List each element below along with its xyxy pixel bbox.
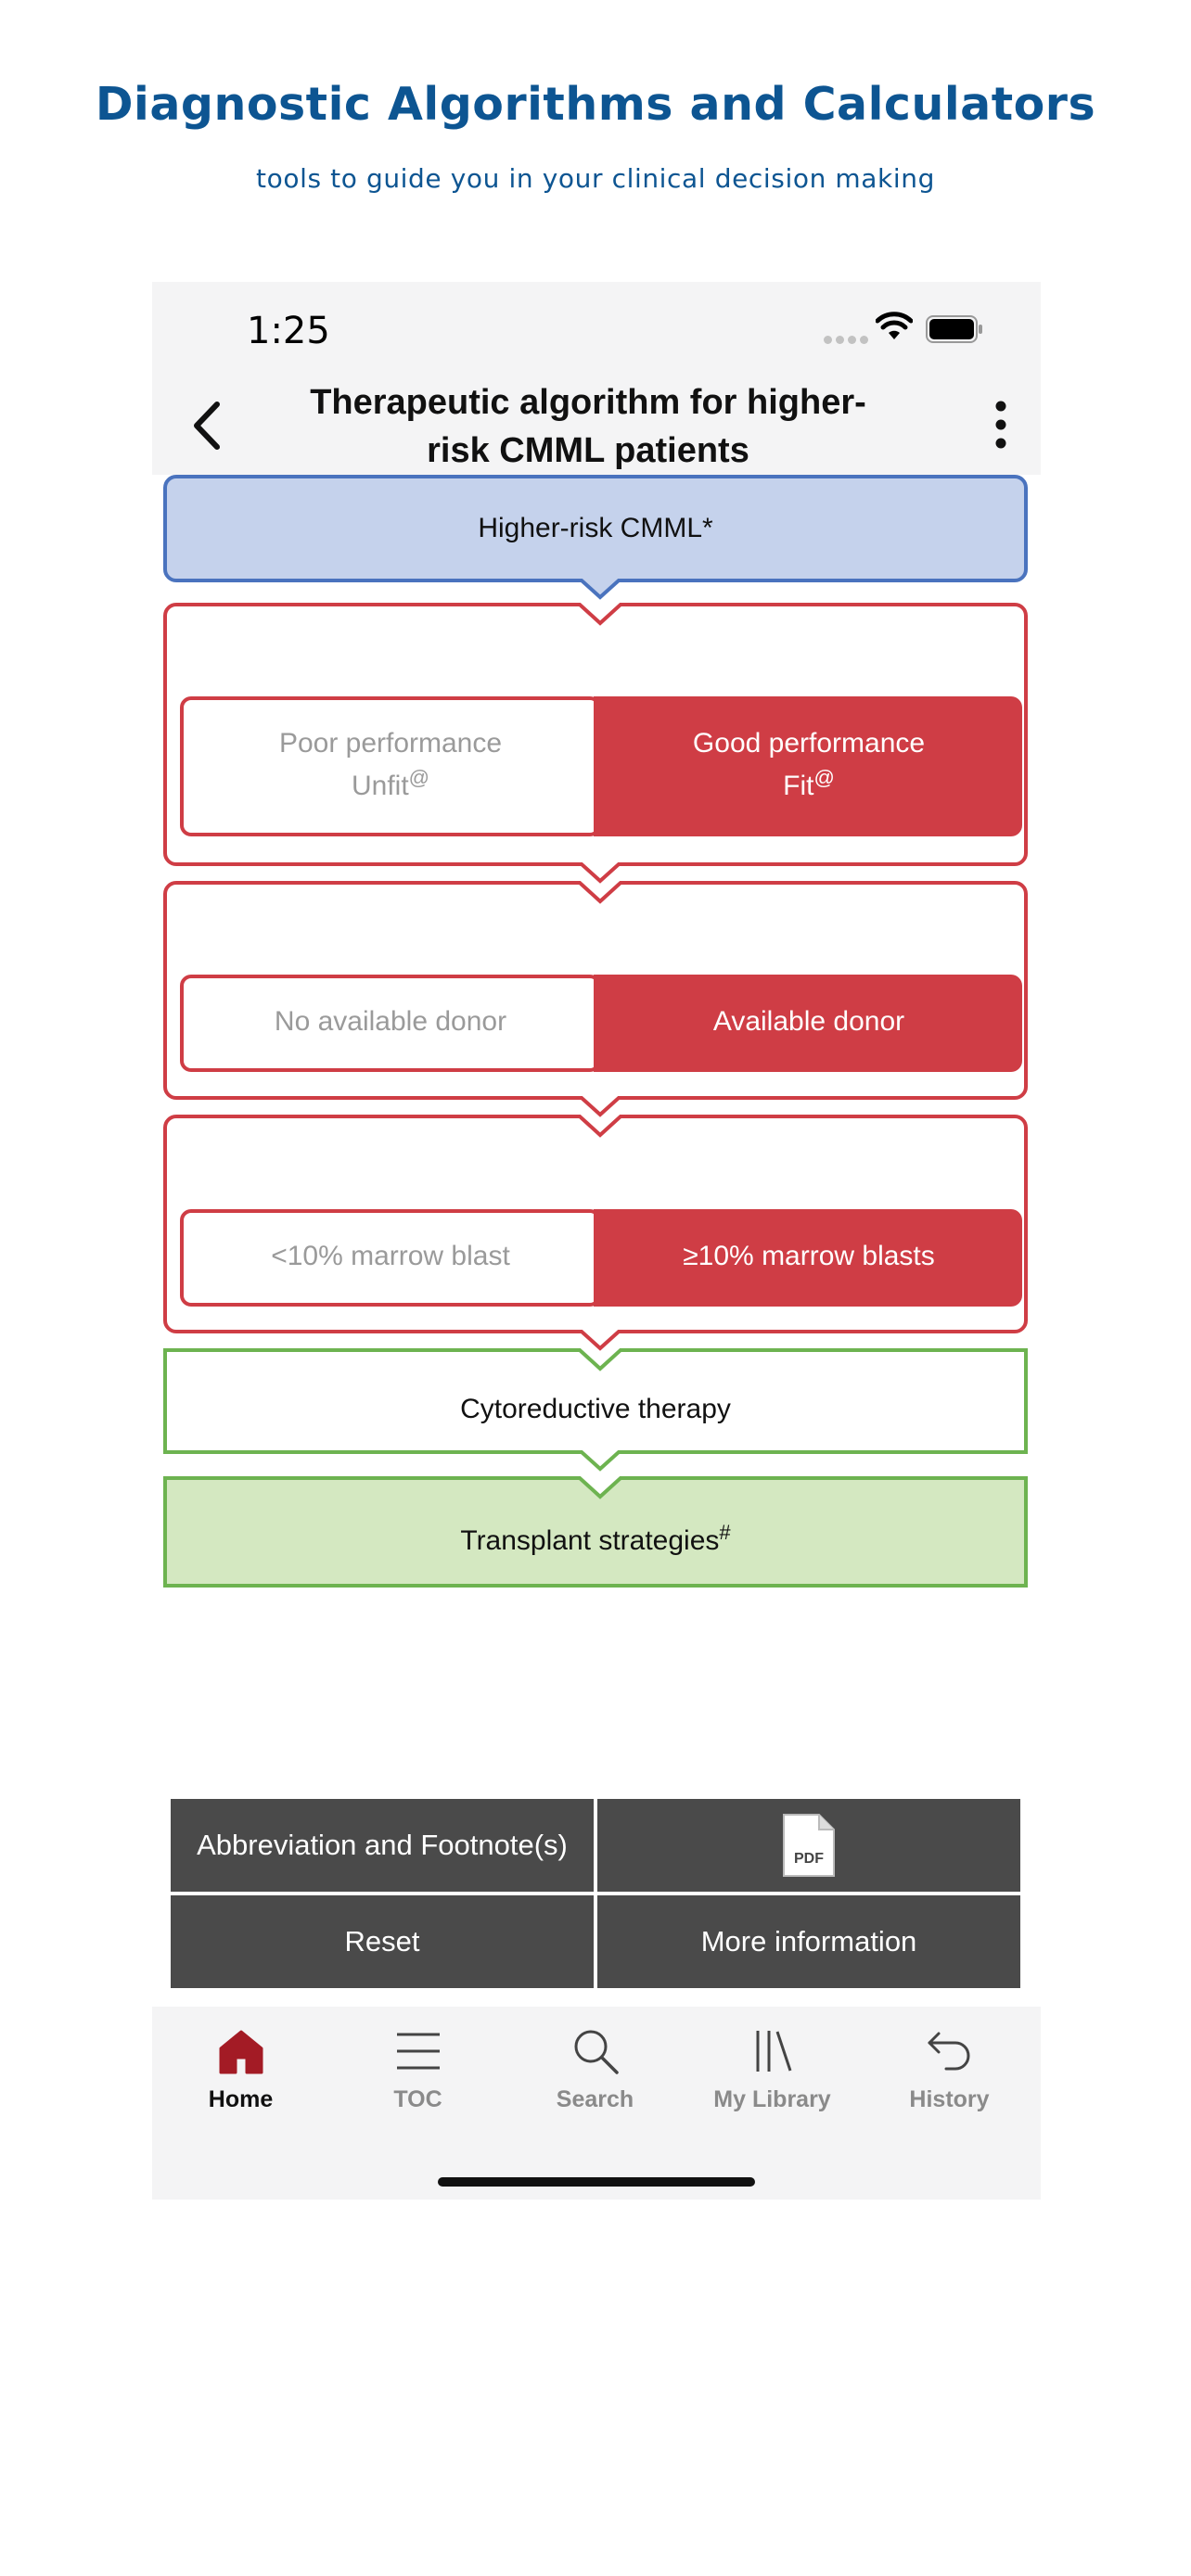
option-no-available-donor-text: No available donor	[274, 1005, 507, 1037]
start-label: Higher-risk CMML*	[165, 477, 1026, 580]
page-title-line-1: Therapeutic algorithm for higher-	[310, 383, 866, 422]
wifi-icon	[876, 312, 913, 339]
option-low-marrow-blast[interactable]: <10% marrow blast	[184, 1211, 597, 1301]
option-good-performance[interactable]: Good performance Fit@	[596, 698, 1022, 831]
phone-screen: 1:25 Therapeutic algorithm for higher- r…	[152, 282, 1041, 2200]
transplant-box	[163, 1476, 1028, 1588]
abbreviation-footnotes-label: Abbreviation and Footnote(s)	[197, 1829, 568, 1861]
option-available-donor[interactable]: Available donor	[596, 976, 1022, 1066]
reset-label: Reset	[344, 1925, 420, 1958]
library-icon	[756, 2031, 791, 2072]
cytoreductive-box	[163, 1348, 1028, 1472]
cellular-signal-icon	[824, 332, 872, 349]
battery-icon	[926, 315, 982, 343]
option-high-marrow-blasts[interactable]: ≥10% marrow blasts	[596, 1211, 1022, 1301]
unfit-superscript: @	[408, 765, 430, 789]
home-icon	[219, 2030, 263, 2074]
promo-subtitle: tools to guide you in your clinical deci…	[256, 163, 935, 194]
transplant-superscript: #	[719, 1521, 731, 1544]
algorithm-flowchart	[163, 475, 1028, 1588]
transplant-label-text: Transplant strategies	[460, 1525, 720, 1556]
start-label-text: Higher-risk CMML*	[478, 513, 713, 543]
tab-search[interactable]: Search	[506, 2023, 684, 2125]
more-information-button[interactable]: More information	[597, 1895, 1020, 1988]
fit-superscript: @	[813, 765, 835, 789]
home-indicator	[438, 2177, 755, 2187]
option-poor-performance-line2: Unfit@	[352, 765, 429, 808]
status-bar: 1:25	[152, 282, 1041, 373]
page-title: Therapeutic algorithm for higher- risk C…	[301, 378, 876, 475]
option-good-performance-line1: Good performance	[692, 727, 926, 759]
abbreviation-footnotes-button[interactable]: Abbreviation and Footnote(s)	[171, 1799, 594, 1892]
tab-toc-label: TOC	[393, 2086, 442, 2112]
tab-my-library-label: My Library	[713, 2086, 831, 2112]
search-icon	[574, 2030, 619, 2074]
tab-history-label: History	[909, 2086, 990, 2112]
tab-toc[interactable]: TOC	[329, 2023, 506, 2125]
chevron-left-icon	[194, 402, 220, 450]
undo-arrow-icon	[928, 2032, 969, 2071]
fit-text: Fit	[783, 770, 814, 801]
option-good-performance-line2: Fit@	[783, 765, 835, 808]
transplant-label-line: Transplant strategies#	[460, 1520, 730, 1562]
blasts-option-right-bg	[594, 1209, 1022, 1307]
vertical-dots-icon	[995, 401, 1006, 449]
pdf-icon-text: PDF	[794, 1851, 824, 1867]
status-time: 1:25	[247, 310, 330, 352]
donor-option-right-bg	[594, 975, 1022, 1072]
transplant-label: Transplant strategies#	[165, 1497, 1026, 1586]
performance-option-right-bg	[594, 696, 1022, 836]
back-button[interactable]	[180, 393, 236, 458]
tab-bar: Home TOC Search	[152, 2007, 1041, 2200]
option-high-marrow-blasts-text: ≥10% marrow blasts	[683, 1240, 935, 1271]
option-available-donor-text: Available donor	[712, 1005, 905, 1037]
more-options-button[interactable]	[987, 397, 1015, 453]
start-box	[163, 475, 1028, 600]
pdf-button[interactable]: PDF	[597, 1799, 1020, 1892]
option-poor-performance[interactable]: Poor performance Unfit@	[184, 698, 597, 831]
option-poor-performance-line1: Poor performance	[278, 727, 503, 759]
reset-button[interactable]: Reset	[171, 1895, 594, 1988]
tab-home[interactable]: Home	[152, 2023, 329, 2125]
tab-search-label: Search	[556, 2086, 634, 2112]
page-title-line-2: risk CMML patients	[427, 431, 749, 470]
option-no-available-donor[interactable]: No available donor	[184, 976, 597, 1066]
promo-title: Diagnostic Algorithms and Calculators	[95, 78, 1096, 131]
pdf-file-icon: PDF	[783, 1814, 835, 1877]
cytoreductive-label: Cytoreductive therapy	[165, 1367, 1026, 1452]
tab-my-library[interactable]: My Library	[684, 2023, 861, 2125]
option-low-marrow-blast-text: <10% marrow blast	[271, 1240, 510, 1271]
tab-history[interactable]: History	[861, 2023, 1038, 2125]
more-information-label: More information	[700, 1925, 917, 1958]
menu-lines-icon	[396, 2033, 440, 2070]
unfit-text: Unfit	[351, 770, 409, 801]
tab-home-label: Home	[208, 2086, 274, 2112]
nav-bar: Therapeutic algorithm for higher- risk C…	[152, 373, 1041, 475]
cytoreductive-label-text: Cytoreductive therapy	[460, 1394, 731, 1424]
